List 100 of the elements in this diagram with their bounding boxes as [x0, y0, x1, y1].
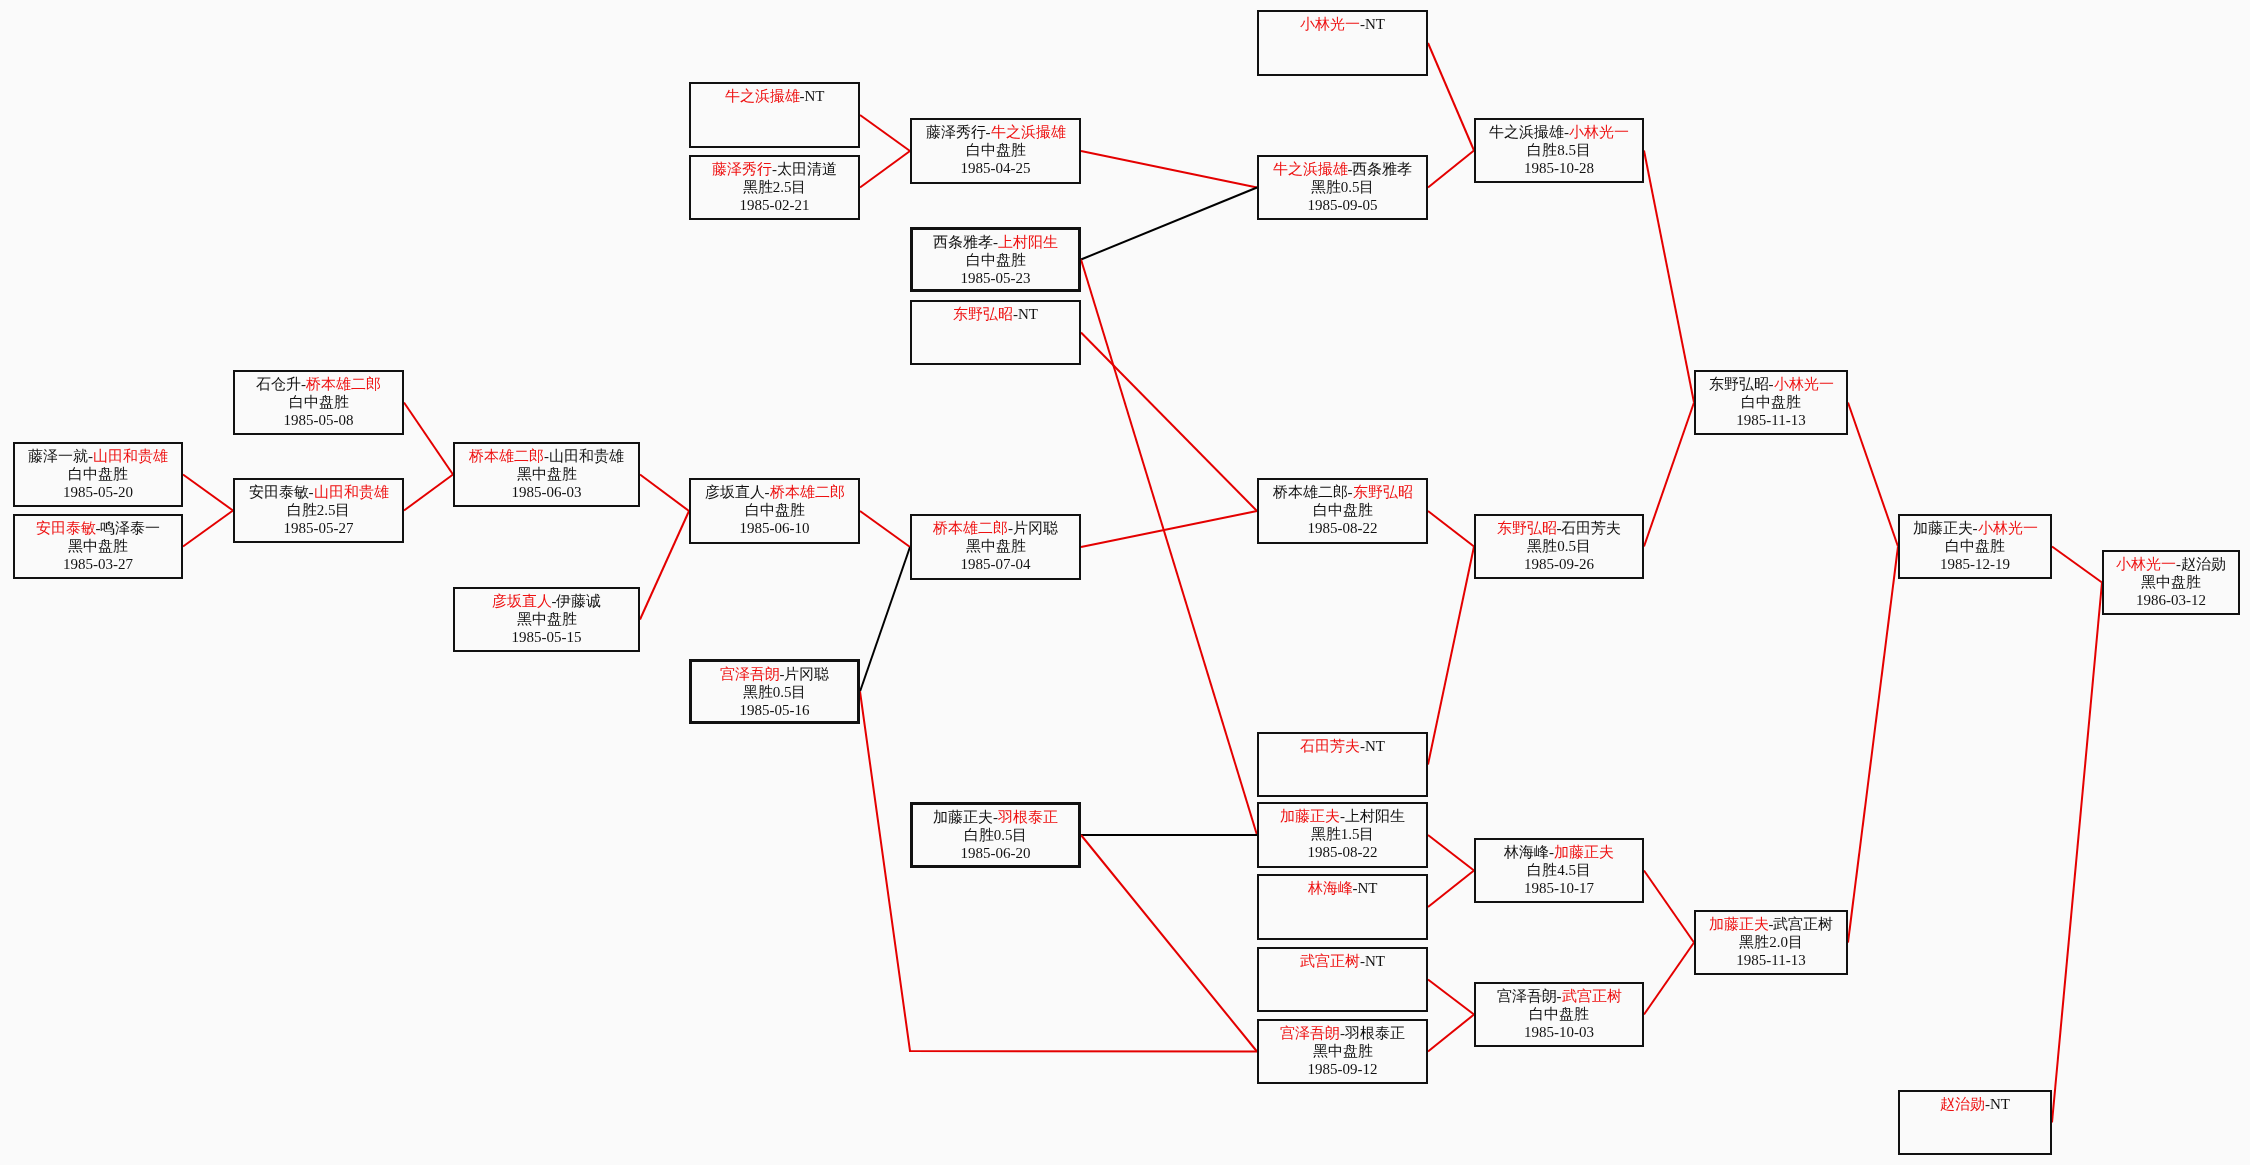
- game-date: 1985-11-13: [1735, 411, 1807, 429]
- player-name: 宫泽吾朗: [1280, 1025, 1340, 1041]
- player-name: -NT: [799, 88, 825, 104]
- player-name: -NT: [1985, 1096, 2010, 1112]
- result-text: 黑胜0.5目: [1309, 178, 1376, 196]
- game-date: 1985-06-10: [738, 519, 811, 537]
- game-date: 1985-04-25: [959, 159, 1032, 177]
- result-text: 白中盘胜: [1528, 1005, 1590, 1023]
- player-name: -太田清道: [772, 161, 837, 177]
- bracket-line: [182, 473, 234, 512]
- bracket-line: [403, 401, 454, 476]
- match-box: [1474, 118, 1644, 183]
- player-name: -武宫正树: [1768, 916, 1834, 932]
- bracket-line: [1080, 510, 1258, 548]
- bracket-line: [1427, 869, 1475, 908]
- player-name: -上村阳生: [1340, 808, 1405, 824]
- player-name: 彦坂直人-: [704, 484, 770, 500]
- bracket-line: [1427, 42, 1475, 152]
- player-name: 桥本雄二郎: [769, 484, 845, 500]
- player-name: 林海峰-: [1504, 844, 1554, 860]
- bracket-line: [639, 510, 690, 621]
- game-date: 1985-09-05: [1306, 196, 1379, 214]
- player-name: -片冈聪: [1008, 520, 1058, 536]
- player-name: 加藤正夫: [1554, 844, 1614, 860]
- player-name: 小林光一: [2116, 556, 2176, 572]
- bracket-line: [1847, 545, 1899, 944]
- match-box: [689, 659, 860, 724]
- match-box: [689, 155, 860, 220]
- game-date: 1985-05-23: [959, 269, 1032, 287]
- game-date: 1985-05-15: [510, 628, 583, 646]
- bracket-line: [1643, 401, 1695, 548]
- player-name: 小林光一: [1569, 124, 1629, 140]
- player-name: 东野弘昭: [953, 306, 1013, 322]
- result-text: 白中盘胜: [1944, 537, 2006, 555]
- match-box: [453, 442, 640, 507]
- player-name: 东野弘昭-: [1708, 376, 1774, 392]
- match-box: [1898, 514, 2052, 579]
- player-name: 山田和贵雄: [93, 448, 168, 464]
- player-name: 武宫正树: [1561, 988, 1622, 1004]
- game-date: 1985-09-12: [1306, 1060, 1379, 1078]
- player-name: 牛之浜撮雄: [724, 88, 800, 104]
- bracket-line: [1427, 545, 1475, 766]
- player-name: 桥本雄二郎-: [1272, 484, 1353, 500]
- match-box: [1694, 910, 1848, 975]
- player-name: 安田泰敏-: [248, 484, 314, 500]
- match-box: [1257, 478, 1428, 544]
- match-box: [2102, 550, 2240, 615]
- player-name: 武宫正树: [1300, 953, 1360, 969]
- player-name: -片冈聪: [779, 666, 830, 682]
- result-text: 白中盘胜: [743, 501, 806, 519]
- result-text: 白胜2.5目: [285, 501, 352, 519]
- player-name: -NT: [1013, 306, 1038, 322]
- match-box: [910, 300, 1081, 365]
- game-date: 1985-11-13: [1735, 951, 1807, 969]
- bracket-line: [1643, 149, 1695, 404]
- match-box: [689, 82, 860, 148]
- player-name: 宫泽吾朗: [719, 666, 780, 682]
- result-text: 白中盘胜: [287, 393, 350, 411]
- match-box: [233, 478, 404, 543]
- player-name: 赵治勋: [1940, 1096, 1985, 1112]
- player-name: 小林光一: [1977, 520, 2038, 536]
- game-date: 1985-07-04: [959, 555, 1032, 573]
- player-name: 东野弘昭: [1352, 484, 1413, 500]
- result-text: 白中盘胜: [1311, 501, 1374, 519]
- result-text: 黑胜2.0目: [1738, 933, 1804, 951]
- game-date: 1985-08-22: [1306, 843, 1379, 861]
- game-date: 1985-06-03: [510, 483, 583, 501]
- match-box: [1474, 514, 1644, 579]
- player-name: 藤泽秀行-: [925, 124, 991, 140]
- bracket-line: [1643, 941, 1695, 1016]
- player-name: -赵治勋: [2176, 556, 2226, 572]
- player-name: 藤泽秀行: [712, 161, 772, 177]
- bracket-line: [1847, 401, 1899, 548]
- bracket-line: [1080, 258, 1258, 836]
- result-text: 白中盘胜: [67, 465, 129, 483]
- match-box: [910, 227, 1081, 292]
- game-date: 1985-08-22: [1306, 519, 1379, 537]
- player-name: 石田芳夫: [1300, 738, 1360, 754]
- match-box: [1257, 874, 1428, 940]
- player-name: -石田芳夫: [1556, 520, 1622, 536]
- bracket-line: [859, 114, 911, 152]
- bracket-line: [859, 150, 911, 189]
- match-box: [1257, 155, 1428, 220]
- result-text: 黑中盘胜: [1311, 1042, 1374, 1060]
- match-box: [1257, 947, 1428, 1012]
- player-name: 加藤正夫-: [933, 809, 998, 825]
- result-text: 黑中盘胜: [67, 537, 129, 555]
- match-box: [1257, 1019, 1428, 1084]
- match-box: [1257, 802, 1428, 868]
- player-name: 桥本雄二郎: [306, 376, 381, 392]
- player-name: 小林光一: [1773, 376, 1834, 392]
- result-text: 白中盘胜: [964, 141, 1027, 159]
- player-name: 桥本雄二郎: [469, 448, 544, 464]
- player-name: 石仓升-: [256, 376, 306, 392]
- match-box: [1257, 732, 1428, 797]
- player-name: -NT: [1360, 738, 1385, 754]
- player-name: 加藤正夫: [1708, 916, 1769, 932]
- player-name: -羽根泰正: [1340, 1025, 1405, 1041]
- bracket-line: [182, 509, 234, 548]
- player-name: -NT: [1352, 880, 1378, 896]
